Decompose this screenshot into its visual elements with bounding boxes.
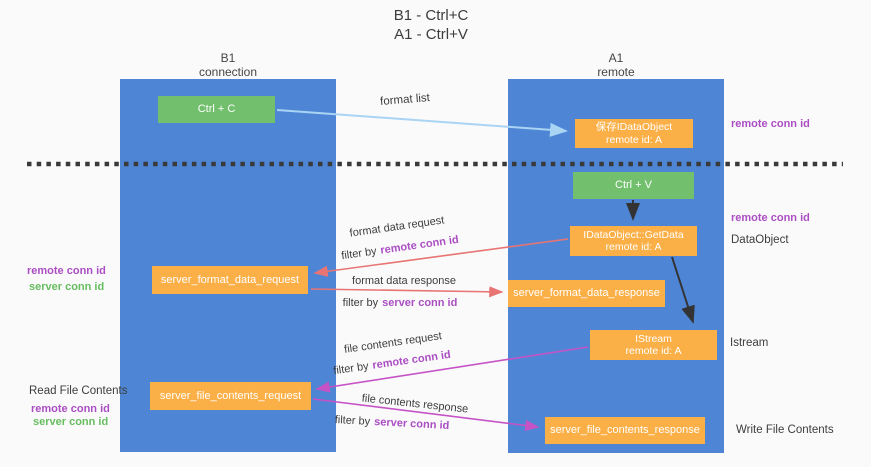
annotation-istream: Istream: [730, 337, 769, 349]
node-server-file-contents-response: server_file_contents_response: [545, 417, 705, 444]
remote-conn-id-text: remote conn id: [371, 348, 452, 372]
diagram-title: B1 - Ctrl+C A1 - Ctrl+V: [0, 6, 862, 44]
edge-label-filter-server-1: filter by server conn id: [343, 297, 458, 309]
edge-label-format-list: format list: [379, 92, 431, 108]
lane-header-a1: A1 remote: [508, 51, 724, 79]
annotation-remote-conn-id-left: remote conn id: [27, 265, 106, 277]
title-line2: A1 - Ctrl+V: [394, 26, 468, 43]
lane-header-b1: B1 connection: [120, 51, 336, 79]
lane-a1-title: A1: [608, 51, 624, 65]
node-server-format-data-request: server_format_data_request: [152, 266, 308, 294]
annotation-remote-conn-id-left-2: remote conn id: [31, 403, 110, 415]
remote-conn-id-text: remote conn id: [379, 233, 460, 257]
node-ctrl-c: Ctrl + C: [158, 96, 275, 123]
edge-label-filter-server-2: filter by server conn id: [334, 414, 449, 432]
node-server-file-contents-response-label: server_file_contents_response: [550, 424, 700, 436]
node-server-file-contents-request-label: server_file_contents_request: [159, 389, 302, 402]
node-saved-idataobject-line1: 保存IDataObject: [595, 121, 673, 133]
lane-b1-subtitle: connection: [198, 65, 258, 79]
node-getdata-line2: remote id: A: [605, 241, 662, 253]
node-server-format-data-response-label: server_format_data_response: [513, 287, 660, 299]
annotation-server-conn-id-left: server conn id: [29, 281, 105, 293]
lane-a1-subtitle: remote: [597, 65, 635, 79]
server-conn-id-text: server conn id: [373, 416, 450, 432]
annotation-remote-conn-id-top-right: remote conn id: [731, 118, 810, 130]
annotation-read-file-contents: Read File Contents: [29, 385, 128, 397]
edge-label-file-contents-response: file contents response: [361, 392, 469, 416]
filter-by-text: filter by: [342, 297, 379, 309]
filter-by-text: filter by: [332, 360, 370, 378]
node-idataobject-getdata: IDataObject::GetData remote id: A: [570, 226, 697, 256]
node-istream: IStream remote id: A: [590, 330, 717, 360]
node-ctrl-v-label: Ctrl + V: [615, 179, 652, 191]
arrow-format-data-response: [310, 286, 504, 298]
node-getdata-line1: IDataObject::GetData: [583, 228, 684, 241]
annotation-dataobject: DataObject: [731, 234, 789, 246]
title-line1: B1 - Ctrl+C: [393, 7, 469, 24]
node-saved-idataobject-line2: remote id: A: [605, 133, 663, 146]
annotation-remote-conn-id-mid-right: remote conn id: [731, 212, 810, 224]
node-server-file-contents-request: server_file_contents_request: [150, 382, 311, 410]
node-ctrl-c-label: Ctrl + C: [197, 103, 236, 115]
node-istream-line1: IStream: [635, 332, 672, 345]
annotation-server-conn-id-left-2: server conn id: [33, 416, 109, 428]
edge-label-format-data-request: format data request: [348, 214, 446, 240]
node-server-format-data-request-label: server_format_data_request: [160, 273, 300, 286]
edge-label-format-data-response: format data response: [352, 275, 456, 287]
node-saved-idataobject: 保存IDataObject remote id: A: [575, 119, 693, 148]
node-istream-line2: remote id: A: [625, 345, 682, 357]
server-conn-id-text: server conn id: [382, 297, 458, 309]
annotation-write-file-contents: Write File Contents: [736, 424, 834, 436]
filter-by-text: filter by: [340, 245, 378, 263]
node-ctrl-v: Ctrl + V: [573, 172, 694, 199]
lane-b1-title: B1: [220, 51, 236, 65]
filter-by-text: filter by: [334, 414, 371, 428]
node-server-format-data-response: server_format_data_response: [508, 280, 665, 307]
